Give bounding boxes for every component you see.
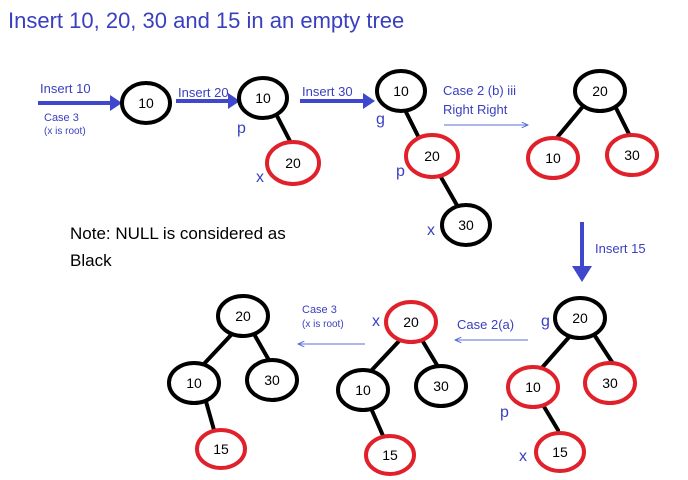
svg-text:10: 10 (255, 90, 271, 106)
node-t3-right: 20 (404, 133, 460, 179)
label-insert10: Insert 10 (40, 81, 91, 96)
svg-text:10: 10 (186, 375, 202, 391)
tree-edges (200, 102, 632, 440)
arrow-insert10 (38, 95, 122, 111)
marker-x-t2: x (256, 169, 264, 186)
svg-text:20: 20 (285, 155, 301, 171)
node-t4-root: 20 (573, 69, 627, 113)
marker-x-t6: x (372, 313, 380, 330)
node-t4-right: 30 (605, 133, 659, 177)
node-t6-root: 20 (384, 300, 438, 344)
diagram-title: Insert 10, 20, 30 and 15 in an empty tre… (8, 8, 404, 33)
label-case3-b-sub: (x is root) (302, 319, 344, 330)
label-case3-a-sub: (x is root) (44, 126, 86, 137)
svg-text:20: 20 (403, 314, 419, 330)
node-t6-left: 10 (336, 368, 390, 412)
svg-text:10: 10 (393, 83, 409, 99)
svg-text:10: 10 (545, 150, 561, 166)
svg-text:30: 30 (458, 217, 474, 233)
svg-text:20: 20 (572, 310, 588, 326)
svg-text:10: 10 (355, 382, 371, 398)
svg-text:10: 10 (138, 95, 154, 111)
node-t6-right: 30 (414, 364, 468, 408)
node-t2-root: 10 (237, 76, 289, 120)
svg-text:30: 30 (264, 372, 280, 388)
marker-g-t3: g (376, 111, 385, 128)
node-t4-left: 10 (526, 136, 580, 180)
svg-text:15: 15 (213, 441, 229, 457)
svg-text:30: 30 (433, 378, 449, 394)
svg-text:20: 20 (424, 148, 440, 164)
arrow-insert20 (176, 93, 240, 109)
node-t3-root: 10 (375, 69, 427, 113)
label-case3-a: Case 3 (44, 112, 79, 124)
label-case3-b: Case 3 (302, 304, 337, 316)
note-line1: Note: NULL is considered as (70, 224, 286, 243)
node-t5-left: 10 (167, 361, 221, 405)
node-t2-right: 20 (265, 140, 321, 186)
node-t7-root: 20 (553, 296, 607, 340)
marker-g-t7: g (541, 313, 550, 330)
label-case2biii-2: Right Right (443, 102, 508, 117)
node-t5-root: 20 (216, 294, 270, 338)
arrow-insert15 (572, 222, 592, 282)
marker-x-t7: x (519, 448, 527, 465)
svg-text:20: 20 (592, 83, 608, 99)
node-t1-root: 10 (120, 81, 172, 125)
label-insert20: Insert 20 (178, 85, 229, 100)
label-case2biii-1: Case 2 (b) iii (443, 83, 516, 98)
marker-p-t2: p (237, 120, 246, 137)
marker-x-t3: x (427, 222, 435, 239)
node-t5-right: 30 (245, 358, 299, 402)
node-t7-left: 10 (506, 365, 560, 409)
label-insert30: Insert 30 (302, 84, 353, 99)
label-case2a: Case 2(a) (457, 317, 514, 332)
svg-text:20: 20 (235, 308, 251, 324)
node-t5-lr: 15 (195, 428, 247, 470)
arrow-insert30 (300, 93, 375, 109)
svg-text:15: 15 (552, 444, 568, 460)
label-insert15: Insert 15 (595, 241, 646, 256)
node-t6-lr: 15 (364, 434, 416, 476)
node-t7-right: 30 (583, 361, 637, 405)
svg-text:10: 10 (525, 379, 541, 395)
marker-p-t3: p (396, 163, 405, 180)
svg-text:15: 15 (382, 447, 398, 463)
node-t3-rr: 30 (440, 203, 492, 247)
node-t7-lr: 15 (534, 431, 586, 473)
svg-text:30: 30 (624, 147, 640, 163)
note-line2: Black (70, 251, 112, 270)
svg-text:30: 30 (602, 375, 618, 391)
marker-p-t7: p (500, 404, 509, 421)
